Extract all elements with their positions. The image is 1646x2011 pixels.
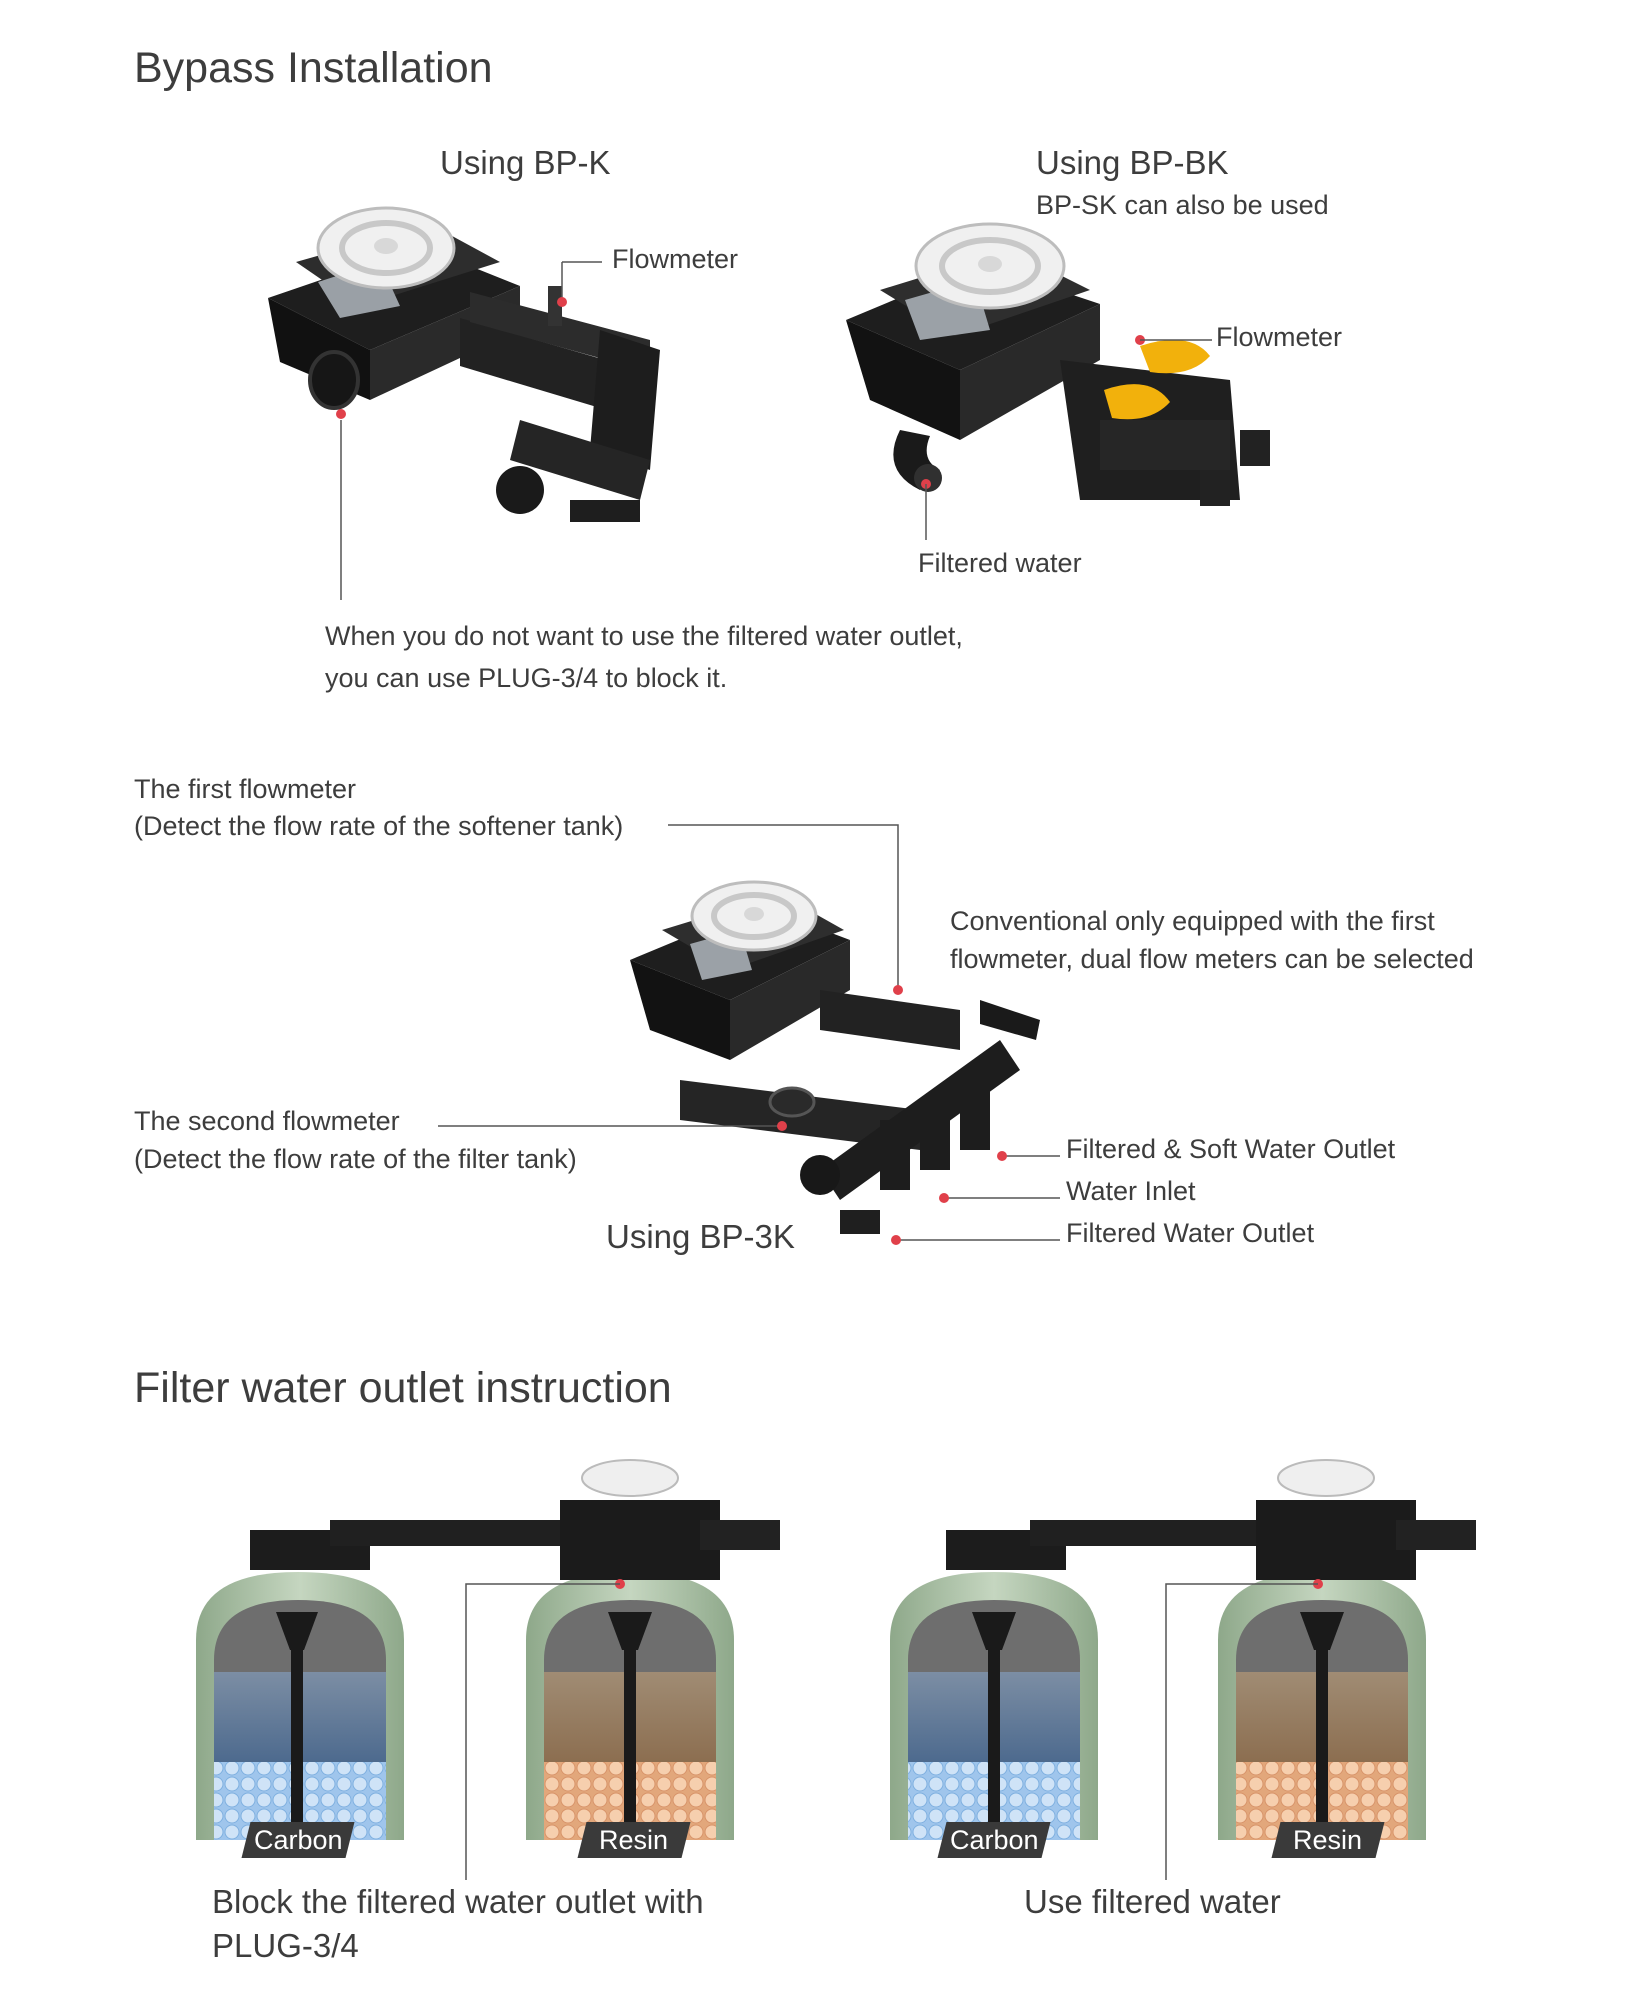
section-title-filter: Filter water outlet instruction [134,1364,672,1412]
left-caption-line2: PLUG-3/4 [212,1927,359,1964]
left-caption-line1: Block the filtered water outlet with [212,1883,704,1920]
second-flowmeter-line1: The second flowmeter [134,1106,400,1136]
section-title-bypass: Bypass Installation [134,44,493,92]
bp-bk-filtered-label: Filtered water [918,548,1082,578]
right-caption: Use filtered water [1024,1883,1281,1920]
bp-k-note-line2: you can use PLUG-3/4 to block it. [325,663,728,693]
outlet-filtered-label: Filtered Water Outlet [1066,1218,1315,1248]
conventional-note-line2: flowmeter, dual flow meters can be selec… [950,944,1474,974]
resin-tag-left: Resin [577,1822,691,1858]
carbon-tag-left: Carbon [241,1822,355,1858]
water-inlet-label: Water Inlet [1066,1176,1196,1206]
second-flowmeter-line2: (Detect the flow rate of the filter tank… [134,1144,577,1174]
bp-3k-heading: Using BP-3K [606,1218,795,1255]
bp-bk-flowmeter-label: Flowmeter [1216,322,1343,352]
bp-bk-subheading: BP-SK can also be used [1036,190,1329,220]
outlet-soft-label: Filtered & Soft Water Outlet [1066,1134,1396,1164]
bp-bk-heading: Using BP-BK [1036,144,1229,181]
carbon-tag-right: Carbon [937,1822,1051,1858]
conventional-note-line1: Conventional only equipped with the firs… [950,906,1435,936]
first-flowmeter-line2: (Detect the flow rate of the softener ta… [134,811,624,841]
bp-k-flowmeter-label: Flowmeter [612,244,739,274]
first-flowmeter-line1: The first flowmeter [134,774,357,804]
bp-k-heading: Using BP-K [440,144,611,181]
resin-tag-right: Resin [1271,1822,1385,1858]
bp-k-note-line1: When you do not want to use the filtered… [325,621,963,651]
